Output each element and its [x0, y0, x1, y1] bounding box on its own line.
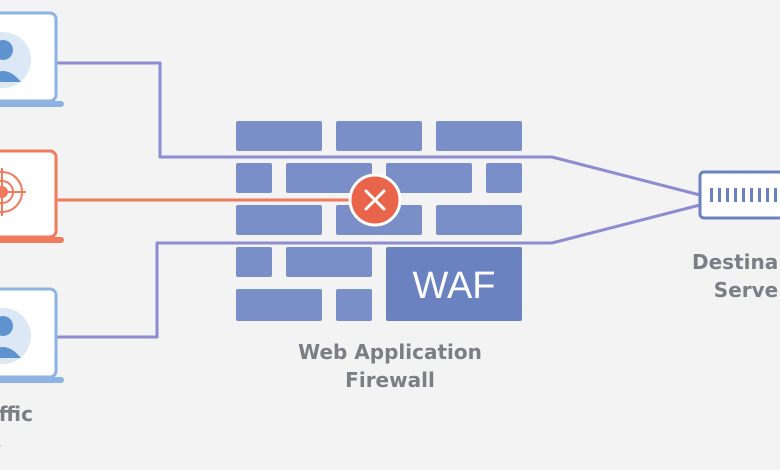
brick — [236, 247, 272, 277]
close-icon — [364, 189, 386, 211]
brick — [236, 289, 322, 321]
waf-label: WAF — [412, 265, 495, 307]
brick — [286, 247, 372, 277]
attacker-target-icon — [0, 168, 26, 216]
allowed-traffic-line-bottom — [55, 203, 701, 339]
source-device-user-bottom — [0, 287, 64, 383]
user-icon — [0, 32, 31, 88]
brick — [436, 205, 522, 235]
user-icon — [0, 308, 31, 364]
brick — [436, 121, 522, 151]
source-caption: Traffic ces — [0, 400, 33, 456]
waf-panel — [386, 247, 522, 321]
destination-caption-line2: Serve — [713, 278, 779, 302]
waf-caption-line2: Firewall — [345, 368, 435, 392]
server-icon — [710, 188, 777, 202]
firewall-wall — [236, 121, 522, 321]
destination-caption-line1: Destina — [692, 250, 779, 274]
brick — [336, 289, 372, 321]
brick — [286, 163, 372, 193]
brick — [236, 205, 322, 235]
brick — [236, 121, 322, 151]
source-caption-line2: ces — [0, 430, 1, 454]
blocked-badge — [348, 173, 402, 227]
destination-server — [698, 170, 780, 220]
brick — [336, 121, 422, 151]
waf-caption: Web Application Firewall — [230, 338, 550, 394]
destination-caption: Destina Serve — [692, 248, 778, 304]
source-device-user-top — [0, 11, 64, 107]
source-caption-line1: Traffic — [0, 402, 33, 426]
waf-caption-line1: Web Application — [298, 340, 482, 364]
source-device-attacker — [0, 149, 64, 243]
allowed-traffic-line-top — [55, 61, 701, 197]
brick — [386, 163, 472, 193]
brick — [236, 163, 272, 193]
brick — [486, 163, 522, 193]
